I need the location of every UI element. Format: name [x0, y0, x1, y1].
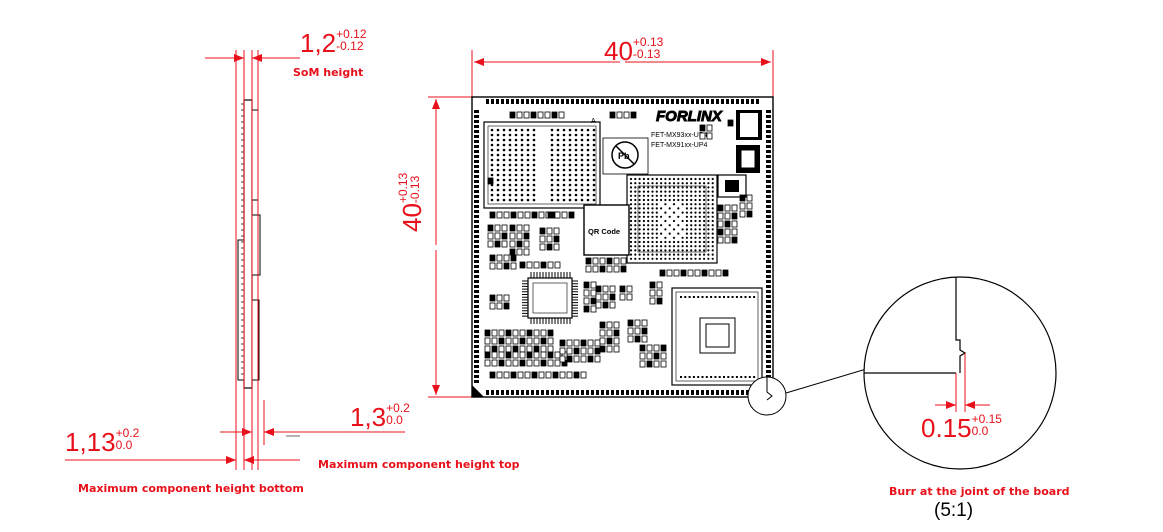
side-dimension-lines	[65, 54, 405, 464]
passive-components	[484, 111, 753, 379]
board-width-dimension: 40 +0.13-0.13	[604, 35, 664, 66]
burr-caption: Burr at the joint of the board	[889, 485, 1070, 498]
prohibition-mark: Pb	[611, 141, 639, 169]
model-label-2: FET-MX91xx-UP4	[651, 142, 708, 149]
som-height-caption: SoM height	[293, 66, 364, 79]
scale-label: (5:1)	[934, 500, 974, 521]
model-label-1: FET-MX93xx-UP4	[651, 132, 708, 139]
qr-code-box	[583, 204, 630, 256]
side-view	[237, 99, 261, 389]
qr-code-label: QR Code	[588, 227, 620, 236]
qfp-chip	[522, 272, 578, 324]
side-extension-lines	[235, 50, 265, 470]
max-top-caption: Maximum component height top	[318, 458, 520, 471]
brand-logo: FORLINX	[656, 108, 723, 125]
pin-a-label: A	[591, 118, 596, 125]
svg-text:Pb: Pb	[618, 151, 630, 161]
detail-view	[863, 276, 1057, 470]
top-view: FORLINX FET-MX93xx-UP4 FET-MX91xx-UP4 A …	[428, 50, 874, 416]
max-bottom-caption: Maximum component height bottom	[78, 482, 304, 495]
som-height-dimension: 1,2 +0.12-0.12	[300, 27, 367, 58]
board-height-dimension: 40 +0.13-0.13	[396, 172, 427, 232]
